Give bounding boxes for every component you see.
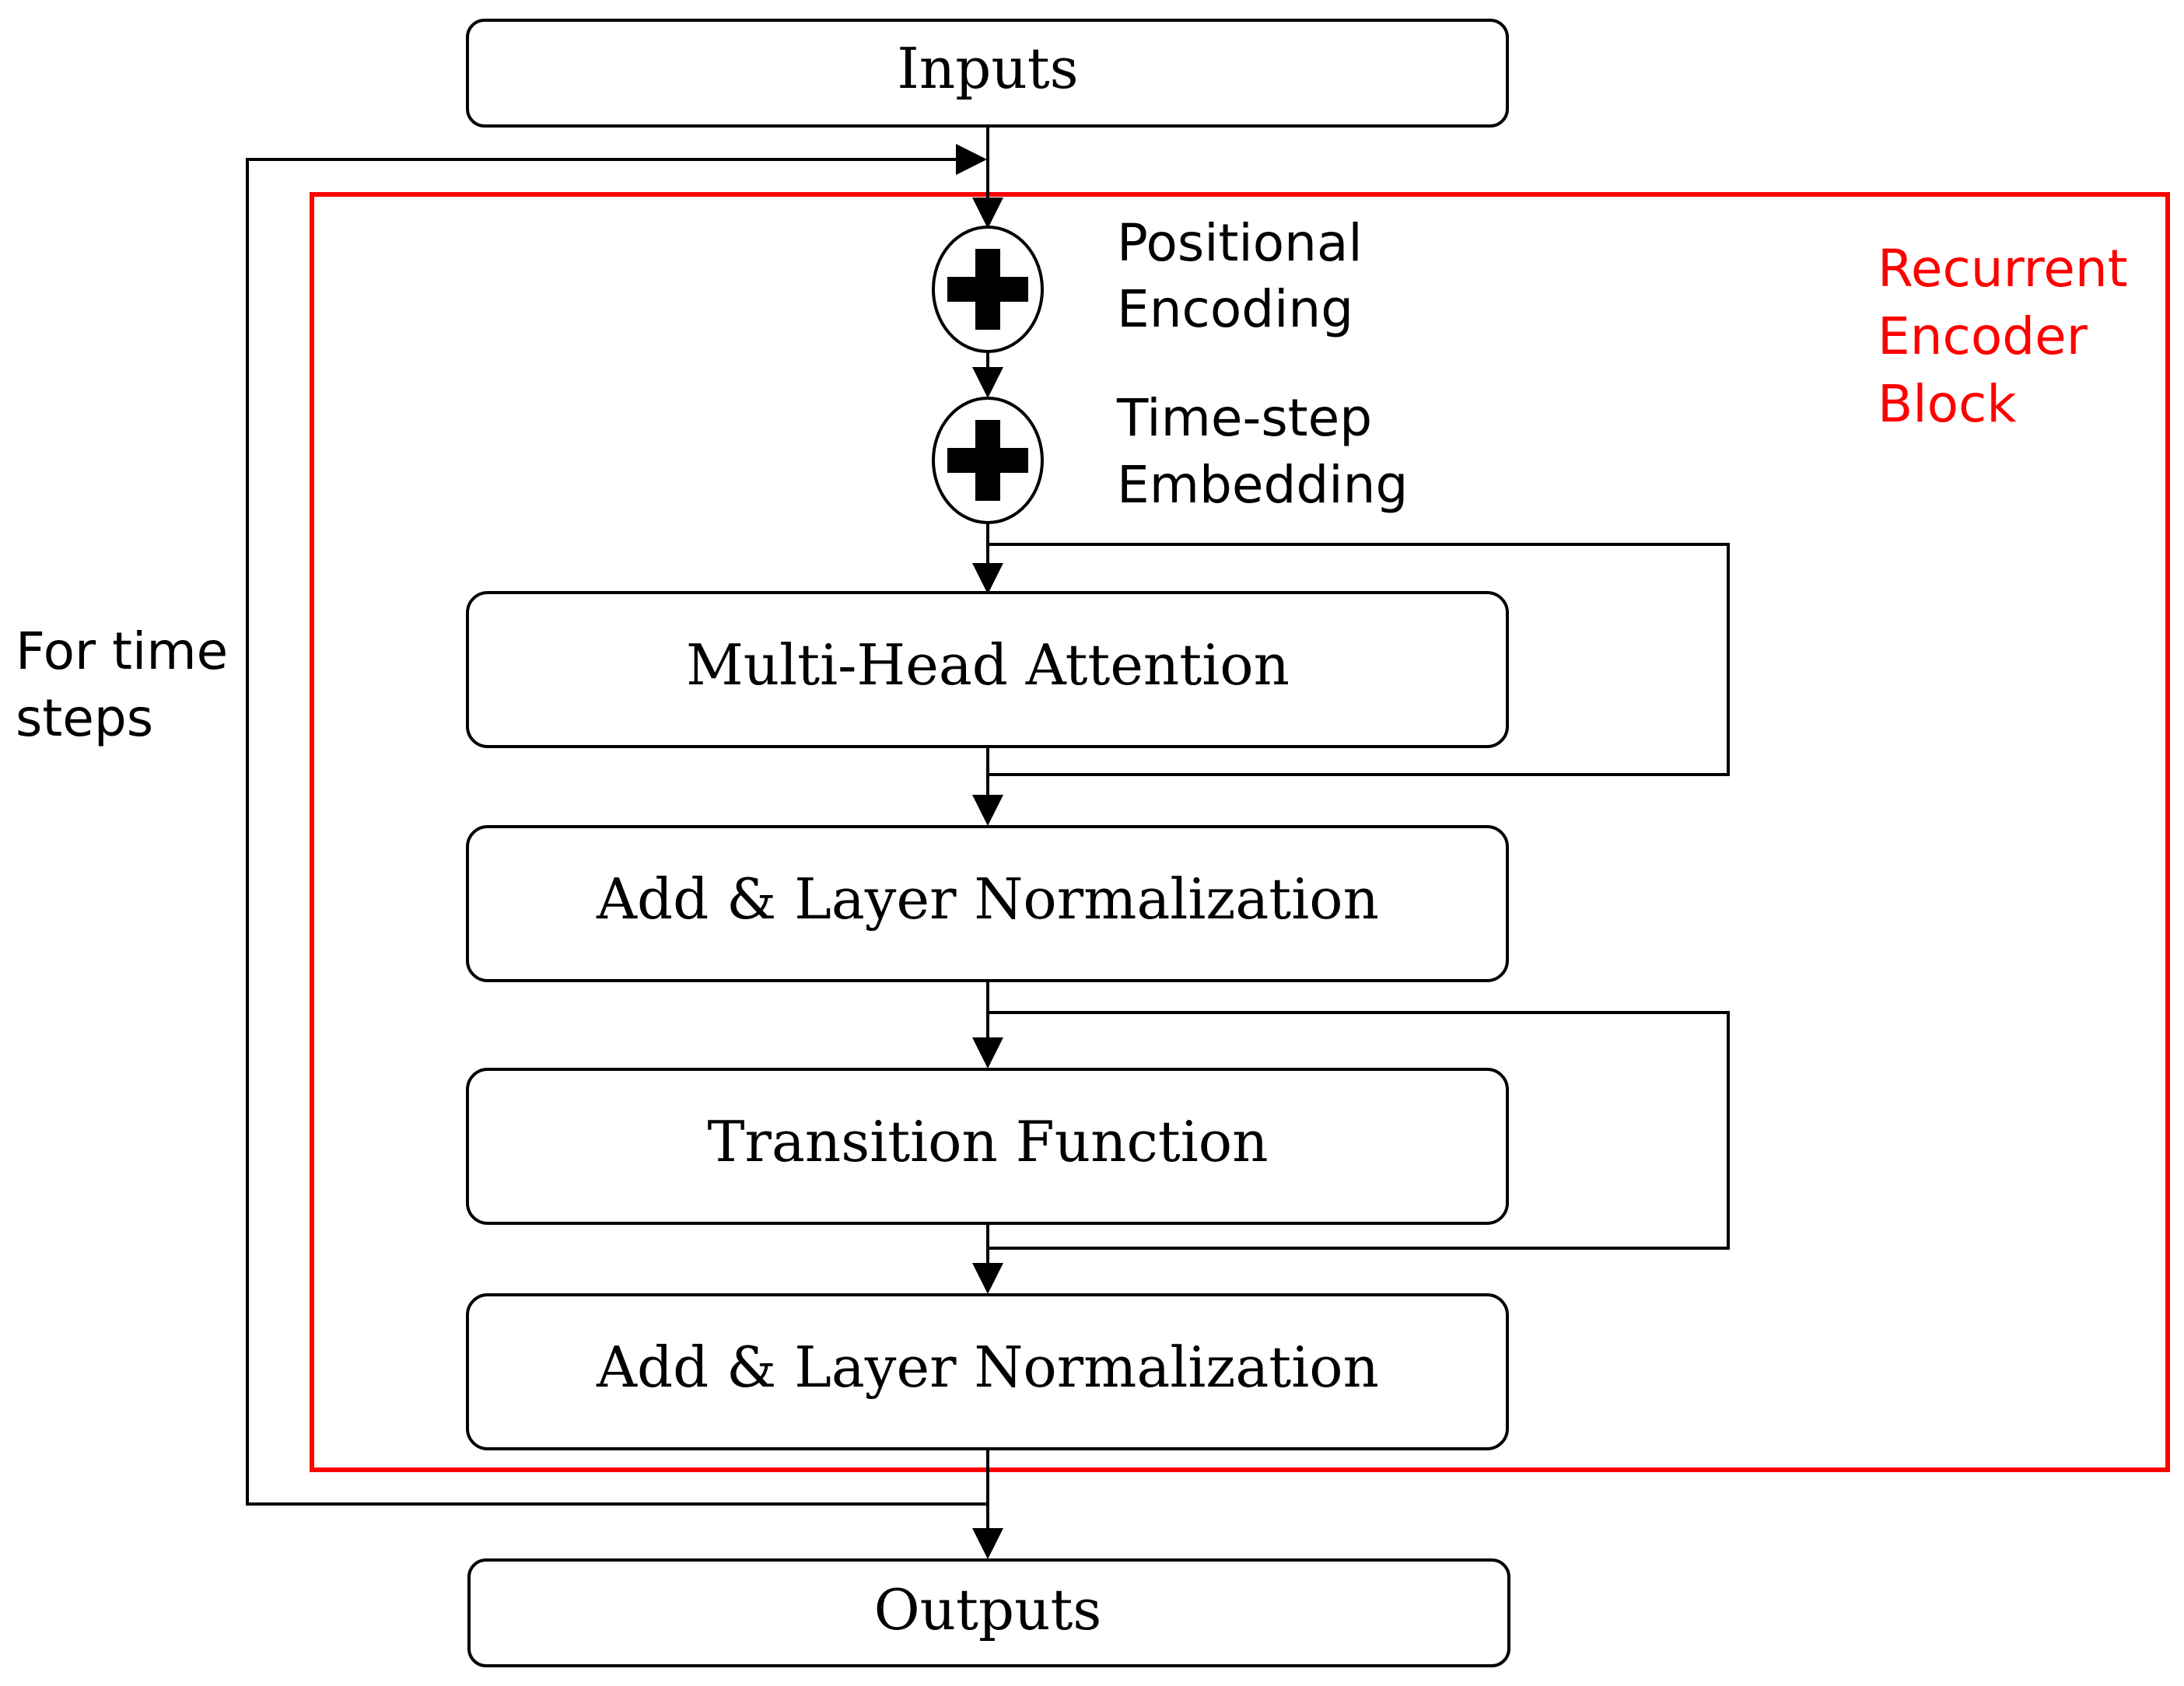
transition-function-label: Transition Function: [708, 1109, 1269, 1174]
recurrent-encoder-block-line-2: Encoder: [1878, 306, 2088, 366]
recurrent-encoder-block-label: Recurrent Encoder Block: [1878, 239, 2144, 434]
add-norm-1-label: Add & Layer Normalization: [596, 866, 1379, 932]
time-step-embedding-add-icon: [932, 397, 1044, 524]
positional-encoding-line-1: Positional: [1117, 213, 1363, 273]
time-step-embedding-line-2: Embedding: [1117, 455, 1408, 515]
time-step-embedding-label: Time-step Embedding: [1116, 388, 1408, 515]
positional-encoding-label: Positional Encoding: [1117, 213, 1379, 339]
positional-encoding-add-icon: [932, 226, 1044, 353]
residual-connection-1: [988, 543, 1730, 776]
outputs-box: [467, 1558, 1510, 1667]
add-norm-2-label: Add & Layer Normalization: [596, 1334, 1379, 1400]
multi-head-attention-label: Multi-Head Attention: [686, 632, 1290, 698]
recurrent-encoder-block-border: [310, 192, 2170, 1472]
residual-connection-2: [988, 1011, 1730, 1250]
time-steps-label: For time steps: [16, 621, 244, 748]
time-steps-loop-line: [246, 144, 988, 1506]
recurrent-encoder-block-line-1: Recurrent: [1878, 239, 2128, 299]
time-steps-label-line-2: steps: [16, 688, 153, 748]
time-step-embedding-line-1: Time-step: [1116, 388, 1372, 448]
outputs-label: Outputs: [874, 1577, 1102, 1642]
inputs-label: Inputs: [897, 36, 1078, 101]
positional-encoding-line-2: Encoding: [1117, 279, 1353, 339]
time-steps-label-line-1: For time: [16, 621, 228, 681]
recurrent-encoder-block-line-3: Block: [1878, 374, 2017, 434]
